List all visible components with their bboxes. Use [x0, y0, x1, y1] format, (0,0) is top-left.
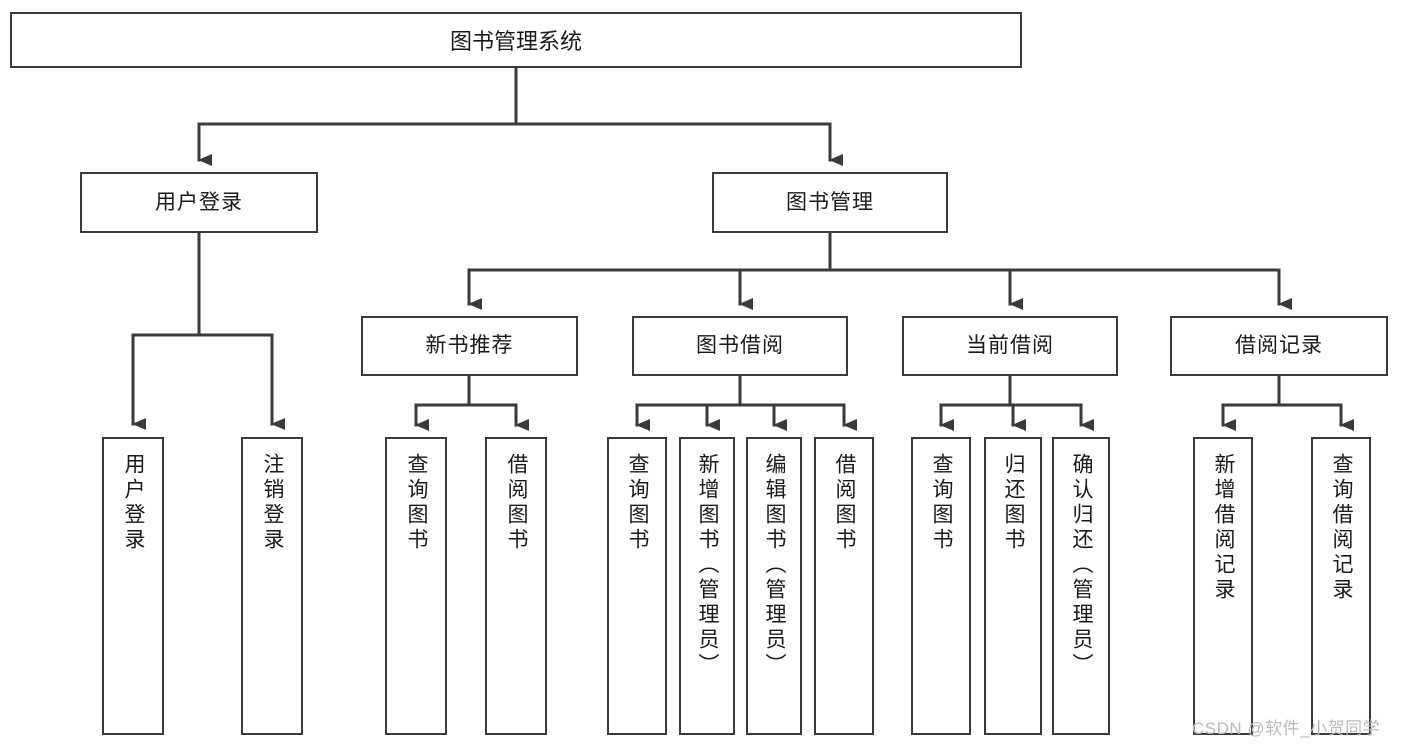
- leaf-confirm-return-admin[interactable]: 确认归还（管理员）: [1052, 437, 1110, 735]
- leaf-borrow-book-recommend[interactable]: 借阅图书: [485, 437, 547, 735]
- leaf-borrow-book-recommend-label: 借阅图书: [505, 453, 529, 553]
- node-borrow-record[interactable]: 借阅记录: [1170, 316, 1388, 376]
- leaf-user-login[interactable]: 用户登录: [102, 437, 164, 735]
- leaf-borrow-book-label: 借阅图书: [833, 453, 857, 553]
- leaf-user-logout-label: 注销登录: [261, 453, 285, 553]
- watermark: CSDN @软件_小贺同学: [1192, 719, 1381, 738]
- leaf-query-borrow-record-label: 查询借阅记录: [1330, 453, 1354, 603]
- node-root-label: 图书管理系统: [449, 29, 582, 54]
- node-user-login-label: 用户登录: [155, 190, 243, 214]
- leaf-query-book[interactable]: 查询图书: [607, 437, 667, 735]
- leaf-edit-book-admin[interactable]: 编辑图书（管理员）: [746, 437, 802, 735]
- node-current-borrow[interactable]: 当前借阅: [902, 316, 1118, 376]
- leaf-add-borrow-record[interactable]: 新增借阅记录: [1193, 437, 1253, 735]
- leaf-add-borrow-record-label: 新增借阅记录: [1212, 453, 1236, 603]
- node-root[interactable]: 图书管理系统: [10, 12, 1022, 68]
- leaf-query-book-current[interactable]: 查询图书: [911, 437, 971, 735]
- leaf-return-book-label: 归还图书: [1002, 453, 1026, 553]
- node-user-login[interactable]: 用户登录: [80, 172, 318, 233]
- node-book-borrow-label: 图书借阅: [696, 334, 784, 358]
- node-current-borrow-label: 当前借阅: [966, 334, 1054, 358]
- leaf-add-book-admin[interactable]: 新增图书（管理员）: [679, 437, 735, 735]
- leaf-user-logout[interactable]: 注销登录: [241, 437, 303, 735]
- node-new-book-recommend[interactable]: 新书推荐: [361, 316, 578, 376]
- leaf-query-book-current-label: 查询图书: [930, 453, 954, 553]
- node-borrow-record-label: 借阅记录: [1235, 334, 1323, 358]
- node-new-book-recommend-label: 新书推荐: [425, 334, 514, 358]
- leaf-confirm-return-admin-label: 确认归还（管理员）: [1070, 453, 1094, 678]
- leaf-borrow-book[interactable]: 借阅图书: [814, 437, 874, 735]
- leaf-query-book-recommend[interactable]: 查询图书: [385, 437, 447, 735]
- leaf-query-book-label: 查询图书: [626, 453, 650, 553]
- leaf-query-borrow-record[interactable]: 查询借阅记录: [1311, 437, 1371, 735]
- leaf-add-book-admin-label: 新增图书（管理员）: [696, 453, 720, 678]
- node-book-management[interactable]: 图书管理: [712, 172, 948, 233]
- leaf-return-book[interactable]: 归还图书: [984, 437, 1042, 735]
- node-book-management-label: 图书管理: [786, 190, 874, 214]
- leaf-query-book-recommend-label: 查询图书: [405, 453, 429, 553]
- leaf-user-login-label: 用户登录: [122, 453, 146, 553]
- leaf-edit-book-admin-label: 编辑图书（管理员）: [763, 453, 787, 678]
- node-book-borrow[interactable]: 图书借阅: [632, 316, 848, 376]
